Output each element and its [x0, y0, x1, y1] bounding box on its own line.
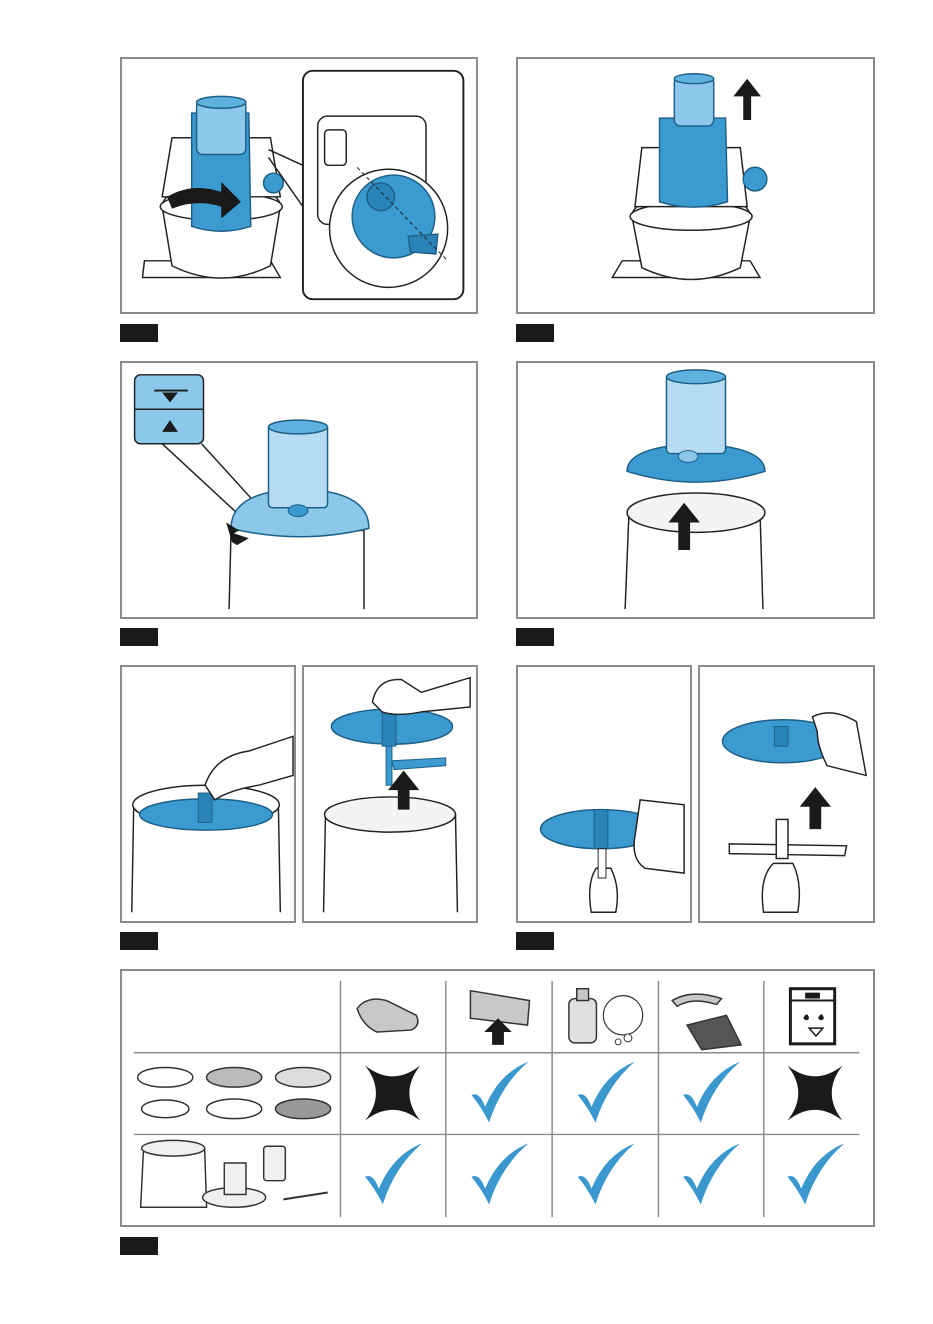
check-mark-icon [365, 1143, 422, 1204]
panel-1-illustration [122, 59, 476, 312]
panel-5b-illustration [304, 667, 476, 921]
sponge-icon [470, 991, 529, 1045]
panel-6b [698, 665, 875, 923]
brush-icon [672, 994, 741, 1050]
cloth-icon [357, 999, 418, 1032]
panel-5a-illustration [122, 667, 294, 921]
panel-4 [516, 361, 875, 619]
panel-3 [120, 361, 478, 619]
step-label-2 [516, 324, 554, 342]
panel-3-illustration [122, 363, 476, 617]
check-mark-icon [471, 1062, 528, 1123]
panel-2 [516, 57, 875, 314]
discs-icon [138, 1067, 331, 1118]
detergent-icon [569, 989, 643, 1045]
panel-5a [120, 665, 296, 923]
panel-6a [516, 665, 692, 923]
panel-2-illustration [518, 59, 873, 312]
bowl-parts-icon [141, 1140, 328, 1207]
panel-6a-illustration [518, 667, 690, 921]
cross-mark-icon [365, 1066, 420, 1121]
panel-6b-illustration [700, 667, 873, 921]
check-mark-icon [683, 1062, 740, 1123]
marks-layer [365, 1062, 844, 1205]
panel-5b [302, 665, 478, 923]
cleaning-table [120, 969, 875, 1227]
cleaning-table-grid [122, 971, 873, 1225]
cross-mark-icon [787, 1066, 842, 1121]
panel-1 [120, 57, 478, 314]
check-mark-icon [471, 1143, 528, 1204]
step-label-1 [120, 324, 158, 342]
panel-4-illustration [518, 363, 873, 617]
check-mark-icon [578, 1143, 635, 1204]
check-mark-icon [683, 1143, 740, 1204]
lid-unlock-icon [135, 375, 204, 444]
step-label-4 [516, 628, 554, 646]
disc-remove-icon [331, 707, 452, 785]
dishwasher-icon [790, 989, 834, 1044]
step-label-6 [516, 932, 554, 950]
step-label-3 [120, 628, 158, 646]
lift-arrow-icon [733, 79, 761, 120]
step-label-5 [120, 932, 158, 950]
step-label-7 [120, 1237, 158, 1255]
check-mark-icon [787, 1143, 844, 1204]
check-mark-icon [578, 1062, 635, 1123]
